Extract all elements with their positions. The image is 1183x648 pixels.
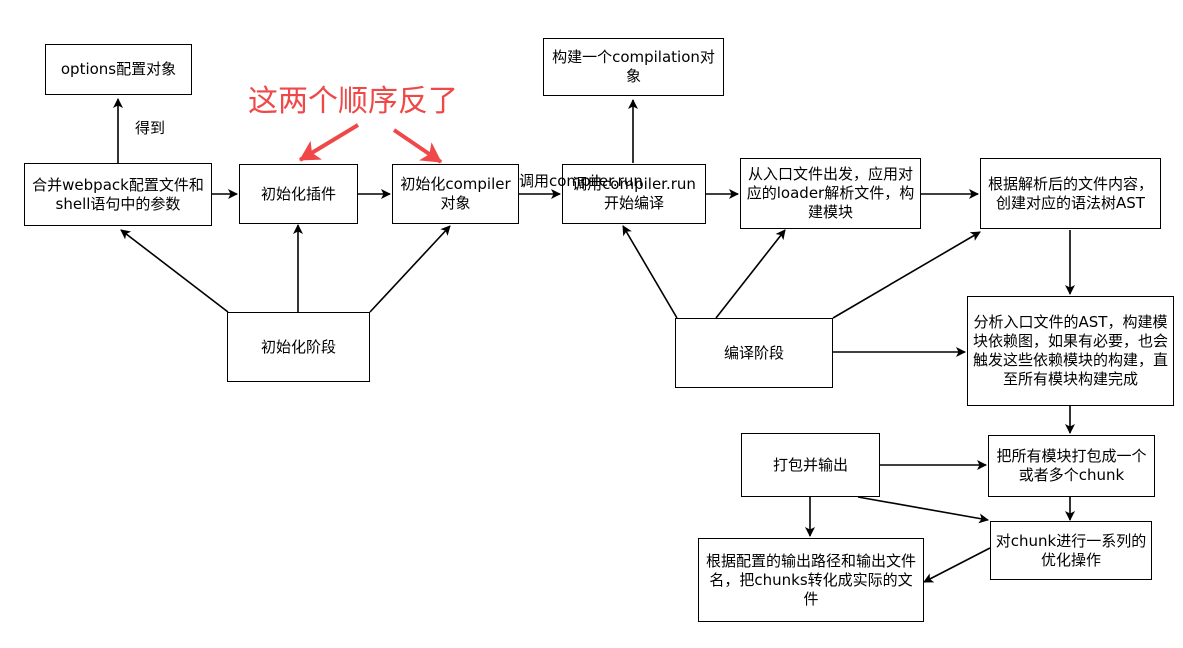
options-config-box: options配置对象	[45, 44, 192, 95]
compiler-run-box: 调用compiler.run开始编译	[562, 164, 706, 224]
init-plugins-box: 初始化插件	[239, 164, 358, 224]
arrow-compilephase-to-ast	[832, 231, 981, 319]
annotation-arrow-right	[392, 128, 443, 164]
output-phase-box: 打包并输出	[741, 433, 880, 497]
create-ast-box: 根据解析后的文件内容，创建对应的语法树AST	[980, 158, 1161, 229]
arrow-optimize-to-write	[923, 547, 991, 583]
arrow-compilephase-to-run	[622, 225, 678, 319]
init-compiler-box: 初始化compiler对象	[392, 164, 519, 224]
write-files-box: 根据配置的输出路径和输出文件名，把chunks转化成实际的文件	[698, 538, 924, 622]
arrow-initphase-to-merge	[120, 229, 229, 313]
merge-config-box: 合并webpack配置文件和shell语句中的参数	[24, 163, 212, 226]
dependency-graph-box: 分析入口文件的AST，构建模块依赖图，如果有必要，也会触发这些依赖模块的构建，直…	[967, 296, 1174, 406]
bundle-chunk-box: 把所有模块打包成一个或者多个chunk	[988, 435, 1155, 497]
compile-phase-box: 编译阶段	[675, 318, 833, 388]
call-run-label: 调用compiler.run	[519, 172, 643, 190]
init-phase-box: 初始化阶段	[227, 312, 370, 382]
got-label: 得到	[135, 119, 166, 137]
order-reversed-note: 这两个顺序反了	[248, 84, 458, 119]
arrow-outputphase-to-optimize	[857, 496, 989, 524]
arrow-initphase-to-compiler	[369, 225, 451, 313]
entry-loader-box: 从入口文件出发，应用对应的loader解析文件，构建模块	[740, 158, 921, 229]
arrow-compilephase-to-entry	[715, 229, 786, 319]
annotation-arrow-left	[298, 123, 360, 162]
compilation-object-box: 构建一个compilation对象	[543, 38, 724, 96]
optimize-chunk-box: 对chunk进行一系列的优化操作	[990, 521, 1152, 580]
